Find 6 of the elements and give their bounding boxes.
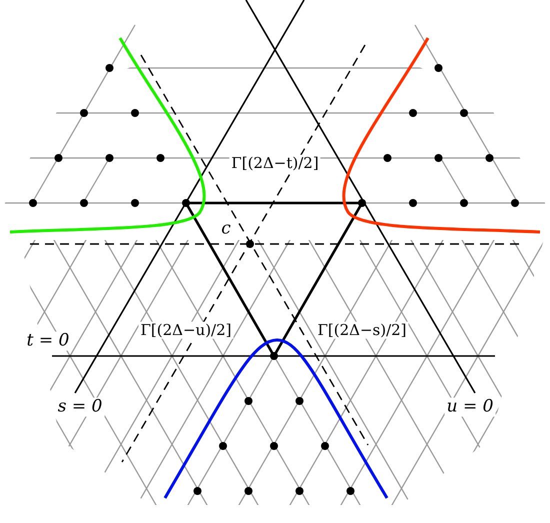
math-label: s = 0: [56, 398, 104, 416]
math-label: Γ[(2Δ−s)/2]: [315, 322, 409, 338]
math-label: u = 0: [444, 398, 496, 416]
math-label: Γ[(2Δ−t)/2]: [229, 154, 321, 172]
math-label: t = 0: [24, 332, 72, 350]
math-label: Γ[(2Δ−u)/2]: [138, 322, 234, 338]
